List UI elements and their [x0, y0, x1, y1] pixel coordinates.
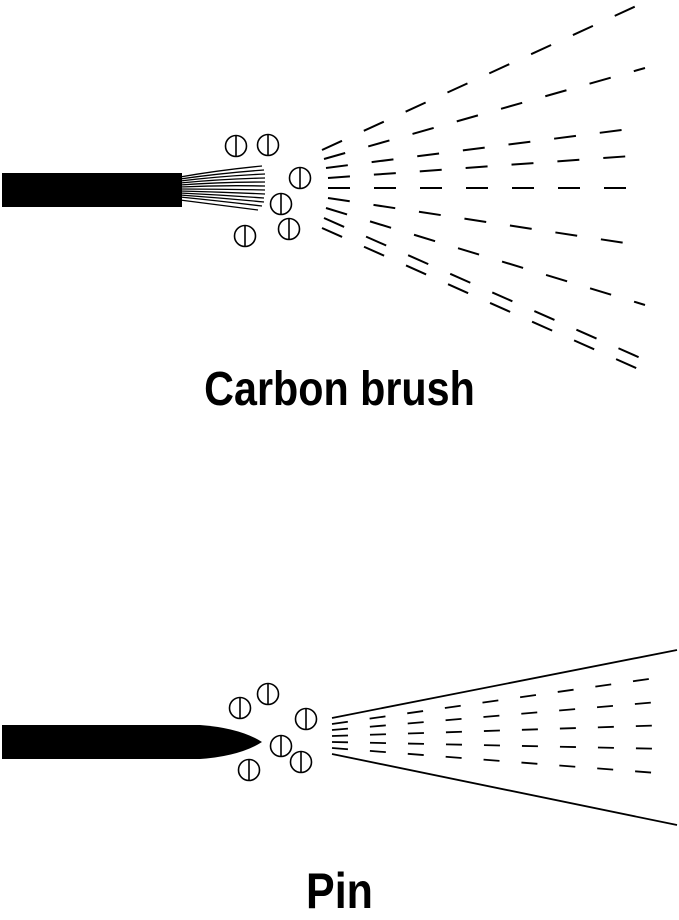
carbon-brush-label: Carbon brush: [204, 363, 475, 416]
pin-ions: [228, 682, 318, 782]
pin-field-lines: [331, 675, 671, 775]
pin-emitter: [2, 649, 678, 826]
ion-icon: [256, 682, 280, 706]
ion-icon: [289, 750, 313, 774]
ion-icon: [237, 758, 261, 782]
pin-body: [2, 725, 262, 759]
ion-icon: [269, 734, 293, 758]
carbon-brush-body: [2, 173, 182, 207]
ion-icon: [269, 192, 293, 216]
ion-icon: [256, 133, 280, 157]
pin-field-boundary: [331, 649, 678, 826]
carbon-brush-ions: [224, 133, 312, 248]
carbon-brush-field-lines: [321, 1, 646, 373]
ion-icon: [288, 166, 312, 190]
ion-icon: [277, 217, 301, 241]
ion-icon: [228, 696, 252, 720]
ion-icon: [224, 134, 248, 158]
carbon-brush-emitter: [2, 1, 646, 373]
pin-label: Pin: [306, 863, 373, 919]
ion-icon: [233, 224, 257, 248]
carbon-brush-bristles: [179, 165, 266, 211]
ion-icon: [294, 707, 318, 731]
